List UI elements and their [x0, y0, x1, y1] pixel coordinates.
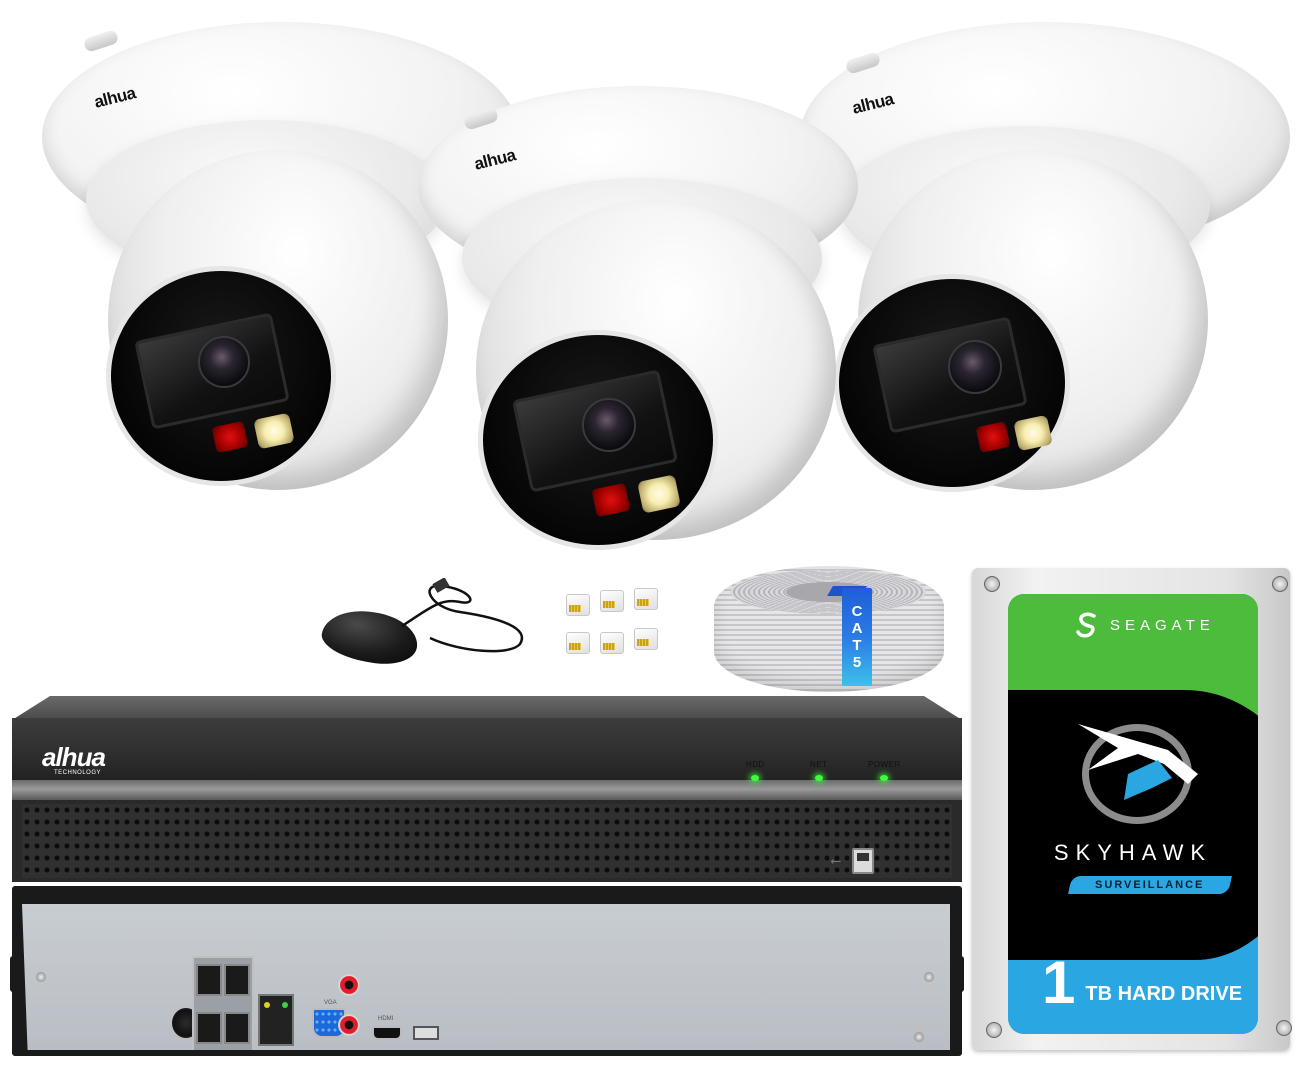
camera-mount-tab — [82, 29, 120, 53]
surveillance-badge: SURVEILLANCE — [1068, 876, 1232, 894]
vga-port — [312, 1008, 346, 1038]
capacity-text: TB HARD DRIVE — [1085, 983, 1243, 1005]
rj45-connector — [600, 590, 624, 612]
hdmi-port — [372, 1026, 402, 1040]
nvr-front-strip — [12, 780, 962, 800]
seagate-brand: SEAGATE — [1072, 610, 1215, 640]
link-led-yellow — [264, 1002, 270, 1008]
rj45-connector — [566, 632, 590, 654]
back-screw — [924, 972, 934, 982]
hdmi-label: HDMI — [378, 1016, 394, 1022]
camera-lens — [198, 336, 250, 388]
seagate-brand-text: SEAGATE — [1110, 616, 1215, 634]
poe-port-4 — [224, 1012, 250, 1044]
hdd-screw-bottom-right — [1276, 1020, 1292, 1036]
capacity-number: 1 — [1042, 949, 1076, 1016]
hdd-capacity: 1 TB HARD DRIVE — [1042, 949, 1243, 1016]
uplink-ethernet-port — [258, 994, 294, 1046]
nvr-rack-ear-right — [950, 956, 964, 992]
hdd-screw-top-left — [984, 576, 1000, 592]
skyhawk-hawk-icon — [1078, 724, 1198, 800]
back-screw — [914, 1032, 924, 1042]
link-led-green — [282, 1002, 288, 1008]
poe-port-1 — [196, 964, 222, 996]
poe-port-2 — [224, 964, 250, 996]
nvr-back-panel: VGA HDMI — [10, 886, 964, 1056]
rj45-connector — [634, 588, 658, 610]
power-led — [880, 775, 889, 781]
power-indicator: POWER — [868, 760, 901, 781]
skyhawk-product-name: SKYHAWK — [1053, 840, 1213, 865]
nvr-back-plate: VGA HDMI — [22, 904, 950, 1050]
hdd-screw-top-right — [1272, 576, 1288, 592]
back-screw — [36, 972, 46, 982]
camera-lens — [582, 398, 636, 452]
rj45-connector — [600, 632, 624, 654]
nvr-brand-logo: alhua TECHNOLOGY — [42, 742, 106, 776]
net-indicator: NET — [810, 760, 828, 781]
audio-in-rca — [338, 1014, 360, 1036]
mouse-cable — [401, 578, 524, 653]
poe-ports — [192, 956, 254, 1050]
front-usb-port — [852, 848, 874, 874]
poe-port-3 — [196, 1012, 222, 1044]
hdd-led — [751, 775, 760, 781]
hdd-indicator: HDD — [746, 760, 765, 781]
cable-category-label: C A T 5 — [842, 588, 872, 686]
hdd-screw-bottom-left — [986, 1022, 1002, 1038]
net-led — [814, 775, 823, 781]
nvr-front-panel: alhua TECHNOLOGY HDD NET POWER ⭠ — [12, 718, 962, 882]
camera-lens — [948, 340, 1002, 394]
nvr-front-band — [12, 718, 962, 780]
audio-out-rca — [338, 974, 360, 996]
seagate-logo-icon — [1076, 612, 1096, 638]
vga-label: VGA — [324, 1000, 337, 1006]
nvr-vent-grille — [22, 804, 952, 878]
hdd-label: SEAGATE SKYHAWK SURVEILLANCE 1 TB HARD D… — [1008, 594, 1258, 1034]
rj45-connector — [566, 594, 590, 616]
nvr-rack-ear-left — [10, 956, 24, 992]
usb-symbol-icon: ⭠ — [830, 852, 842, 868]
rj45-connector — [634, 628, 658, 650]
nvr-top-cover — [12, 696, 962, 720]
rear-usb-port — [413, 1026, 439, 1040]
